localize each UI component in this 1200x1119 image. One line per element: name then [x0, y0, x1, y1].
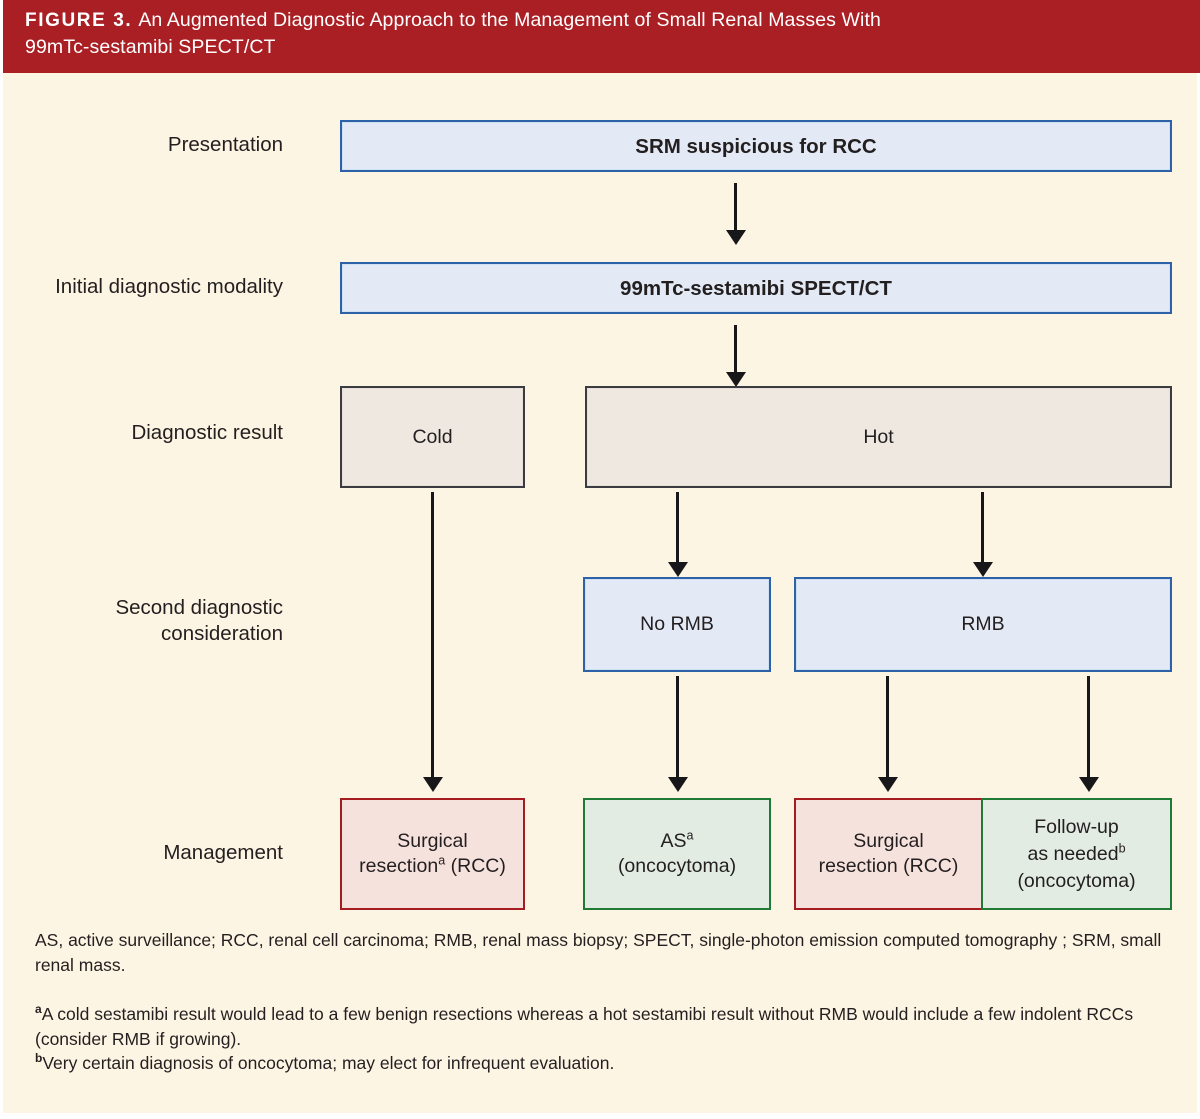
- footnote-marker-b: b: [1118, 841, 1126, 855]
- node-99mtc-sestamibi-spect-ct[interactable]: 99mTc-sestamibi SPECT/CT: [340, 262, 1172, 314]
- node-management-surgical-resection-cold[interactable]: Surgical resectiona (RCC): [340, 798, 525, 910]
- node-management-follow-up[interactable]: Follow-up as neededb (oncocytoma): [981, 798, 1172, 910]
- footer-note-b: bVery certain diagnosis of oncocytoma; m…: [35, 1051, 1175, 1076]
- row-label-diagnostic-result: Diagnostic result: [131, 421, 283, 444]
- row-label-management: Management: [163, 841, 283, 864]
- row-label-second-line1: Second diagnostic: [115, 596, 283, 619]
- node-cold[interactable]: Cold: [340, 386, 525, 488]
- node-rmb[interactable]: RMB: [794, 577, 1172, 672]
- footnote-marker-a: a: [438, 853, 446, 868]
- mgmt-cold-line1: Surgical: [397, 830, 468, 852]
- row-label-second-diagnostic-consideration: Second diagnostic consideration: [23, 595, 283, 647]
- footer-note-a-text: A cold sestamibi result would lead to a …: [35, 1004, 1134, 1049]
- footer-note-b-text: Very certain diagnosis of oncocytoma; ma…: [42, 1053, 615, 1073]
- mgmt-rmb-surgical-line2: resection (RCC): [818, 855, 959, 877]
- mgmt-cold-line2-post: (RCC): [445, 855, 506, 877]
- footnote-marker-a: a: [35, 1002, 42, 1017]
- row-label-initial-diagnostic-modality: Initial diagnostic modality: [55, 275, 283, 298]
- figure-title-line2: 99mTc-sestamibi SPECT/CT: [25, 36, 276, 58]
- node-no-rmb[interactable]: No RMB: [583, 577, 771, 672]
- node-srm-suspicious-for-rcc[interactable]: SRM suspicious for RCC: [340, 120, 1172, 172]
- mgmt-cold-line2: resectiona (RCC): [359, 854, 506, 879]
- mgmt-followup-line3: (oncocytoma): [1017, 869, 1136, 892]
- node-hot[interactable]: Hot: [585, 386, 1172, 488]
- mgmt-cold-line2-pre: resection: [359, 855, 439, 877]
- figure-header: FIGURE 3.An Augmented Diagnostic Approac…: [3, 0, 1200, 73]
- figure-header-line1: FIGURE 3.An Augmented Diagnostic Approac…: [25, 7, 1181, 34]
- mgmt-as-line2: (oncocytoma): [617, 855, 737, 877]
- mgmt-followup-line2-pre: as needed: [1027, 842, 1119, 865]
- footnote-marker-b: b: [35, 1051, 43, 1066]
- mgmt-as-line1-pre: AS: [660, 830, 687, 852]
- figure-title-line1: An Augmented Diagnostic Approach to the …: [138, 9, 881, 31]
- mgmt-rmb-surgical-line1: Surgical: [853, 830, 924, 852]
- figure-number-label: FIGURE 3.: [25, 10, 133, 31]
- row-label-presentation: Presentation: [167, 133, 283, 156]
- footer-note-a: aA cold sestamibi result would lead to a…: [35, 1002, 1175, 1051]
- row-label-second-line2: consideration: [161, 622, 283, 645]
- footnote-marker-a: a: [686, 828, 694, 843]
- mgmt-followup-line2: as neededb: [1027, 841, 1125, 868]
- mgmt-as-line1: ASa: [661, 829, 694, 854]
- node-management-active-surveillance[interactable]: ASa (oncocytoma): [583, 798, 771, 910]
- node-management-surgical-resection-rmb[interactable]: Surgical resection (RCC): [794, 798, 983, 910]
- mgmt-followup-line1: Follow-up: [1034, 815, 1119, 838]
- footer-abbreviations: AS, active surveillance; RCC, renal cell…: [35, 930, 1162, 975]
